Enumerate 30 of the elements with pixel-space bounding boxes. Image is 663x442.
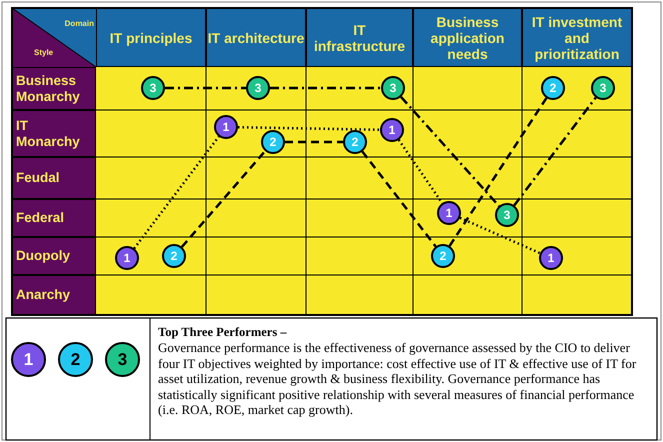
column-header: IT investment and prioritization	[522, 8, 632, 67]
legend-swatch: 3	[105, 342, 140, 377]
column-header: IT infrastructure	[306, 8, 413, 67]
connector-line	[459, 216, 541, 254]
row-header: Anarchy	[12, 275, 96, 315]
legend-title: Top Three Performers –	[158, 325, 288, 340]
connector-line	[448, 97, 548, 247]
legend-description: Governance performance is the effectiveness of governance assessed by the CIO to deliver four IT objectives weighted by importance: cost effective use of IT & effective use of IT for asset utilization, revenue growth & business flexibility. Governance performance has statistically significant positive relationship with several measures of financial performance (i.e. ROA, ROE, market cap growth).	[158, 340, 638, 418]
connector-line	[165, 86, 246, 90]
connector-line	[238, 126, 380, 132]
axis-label: Domain	[64, 19, 94, 28]
row-header: Federal	[12, 199, 96, 237]
legend-swatch: 2	[58, 342, 93, 377]
connector-line	[180, 150, 266, 248]
connector-line	[361, 150, 437, 248]
connector-line	[133, 136, 220, 250]
connector-line	[270, 86, 381, 90]
row-header: Business Monarchy	[12, 67, 96, 110]
connector-line	[398, 139, 444, 204]
row-header: IT Monarchy	[12, 110, 96, 157]
column-header: Business application needs	[413, 8, 522, 67]
connector-line	[400, 96, 500, 207]
row-header: Feudal	[12, 157, 96, 199]
column-header: IT architecture	[206, 8, 306, 67]
axis-label: Style	[34, 48, 54, 57]
connector-line	[285, 140, 343, 144]
legend-swatch: 1	[11, 342, 46, 377]
row-header: Duopoly	[12, 237, 96, 275]
connector-line	[513, 96, 597, 206]
column-header: IT principles	[96, 8, 206, 67]
